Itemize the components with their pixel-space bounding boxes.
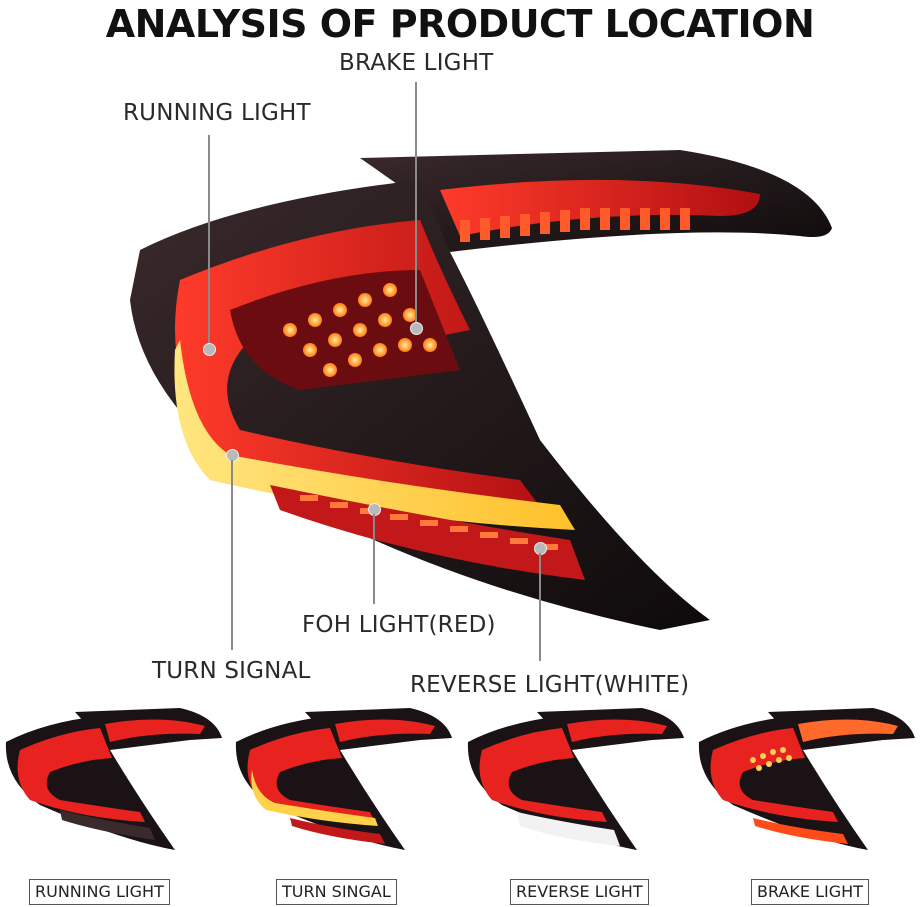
thumbnail-running-light (0, 700, 225, 870)
marker-running-light (203, 343, 216, 356)
leader-reverse-light (539, 553, 541, 661)
main-tail-light-illustration (130, 150, 832, 630)
thumbnail-label-running-light: RUNNING LIGHT (29, 879, 170, 905)
page-title: ANALYSIS OF PRODUCT LOCATION (105, 2, 815, 46)
leader-turn-signal (231, 460, 233, 650)
thumbnail-reverse-light (462, 700, 687, 870)
brake-led-cluster (283, 283, 437, 377)
callout-reverse-light: REVERSE LIGHT(WHITE) (410, 672, 690, 698)
leader-brake-light (415, 82, 417, 327)
thumb-running-light-illustration (5, 708, 222, 850)
callout-brake-light: BRAKE LIGHT (339, 50, 494, 76)
marker-brake-light (410, 322, 423, 335)
thumbnail-label-brake-light: BRAKE LIGHT (751, 879, 869, 905)
thumb-brake-light-illustration (698, 708, 915, 850)
thumbnail-brake-light (693, 700, 918, 870)
thumbnail-label-turn-signal: TURN SINGAL (276, 879, 397, 905)
thumb-brake-led-cluster (750, 747, 792, 771)
callout-turn-signal: TURN SIGNAL (152, 658, 311, 684)
thumb-reverse-light-illustration (467, 708, 684, 850)
callout-running-light: RUNNING LIGHT (123, 100, 311, 126)
thumbnail-label-reverse-light: REVERSE LIGHT (510, 879, 649, 905)
upper-brake-segments (460, 208, 690, 242)
thumb-turn-signal-illustration (235, 708, 452, 850)
leader-running-light (208, 135, 210, 345)
leader-foh-light (373, 514, 375, 604)
callout-foh-light: FOH LIGHT(RED) (302, 612, 496, 638)
thumbnail-turn-signal (230, 700, 455, 870)
